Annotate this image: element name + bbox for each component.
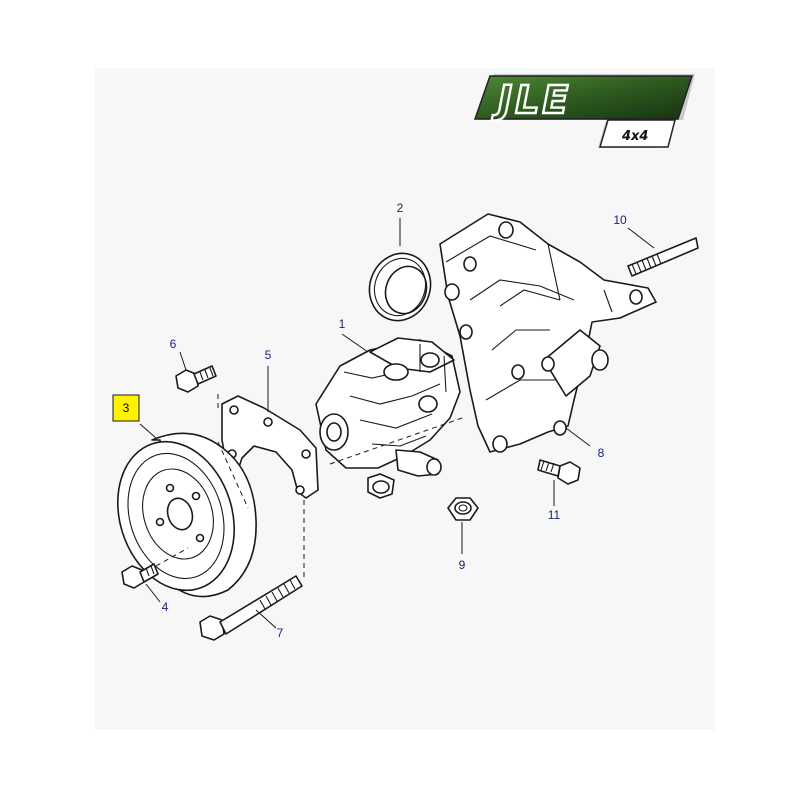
callout-1: 1 <box>339 317 346 331</box>
callout-9: 9 <box>459 558 466 572</box>
part-7-long-bolt <box>199 575 303 641</box>
part-8-mounting-bracket <box>439 213 657 453</box>
part-6-bolt <box>175 351 217 393</box>
logo-main-text: JLE <box>491 78 571 122</box>
part-3-pulley <box>116 423 257 598</box>
jle-4x4-logo: JLE 4x4 <box>473 74 695 148</box>
part-2-seal <box>368 218 432 322</box>
part-1-pump <box>315 333 463 499</box>
part-4-bolt <box>121 547 189 603</box>
callout-3-highlight-box <box>112 394 140 422</box>
callout-6: 6 <box>170 337 177 351</box>
callout-5: 5 <box>265 348 272 362</box>
logo-sub-text: 4x4 <box>621 129 648 144</box>
callout-3: 3 <box>123 401 130 415</box>
callout-10: 10 <box>613 213 627 227</box>
callout-7: 7 <box>277 626 284 640</box>
part-11-bolt <box>537 459 581 506</box>
part-10-stud <box>627 227 699 277</box>
callout-2: 2 <box>397 201 404 215</box>
callout-11: 11 <box>548 508 561 522</box>
callout-4: 4 <box>162 600 169 614</box>
callout-8: 8 <box>598 446 605 460</box>
part-9-nut <box>447 497 479 554</box>
